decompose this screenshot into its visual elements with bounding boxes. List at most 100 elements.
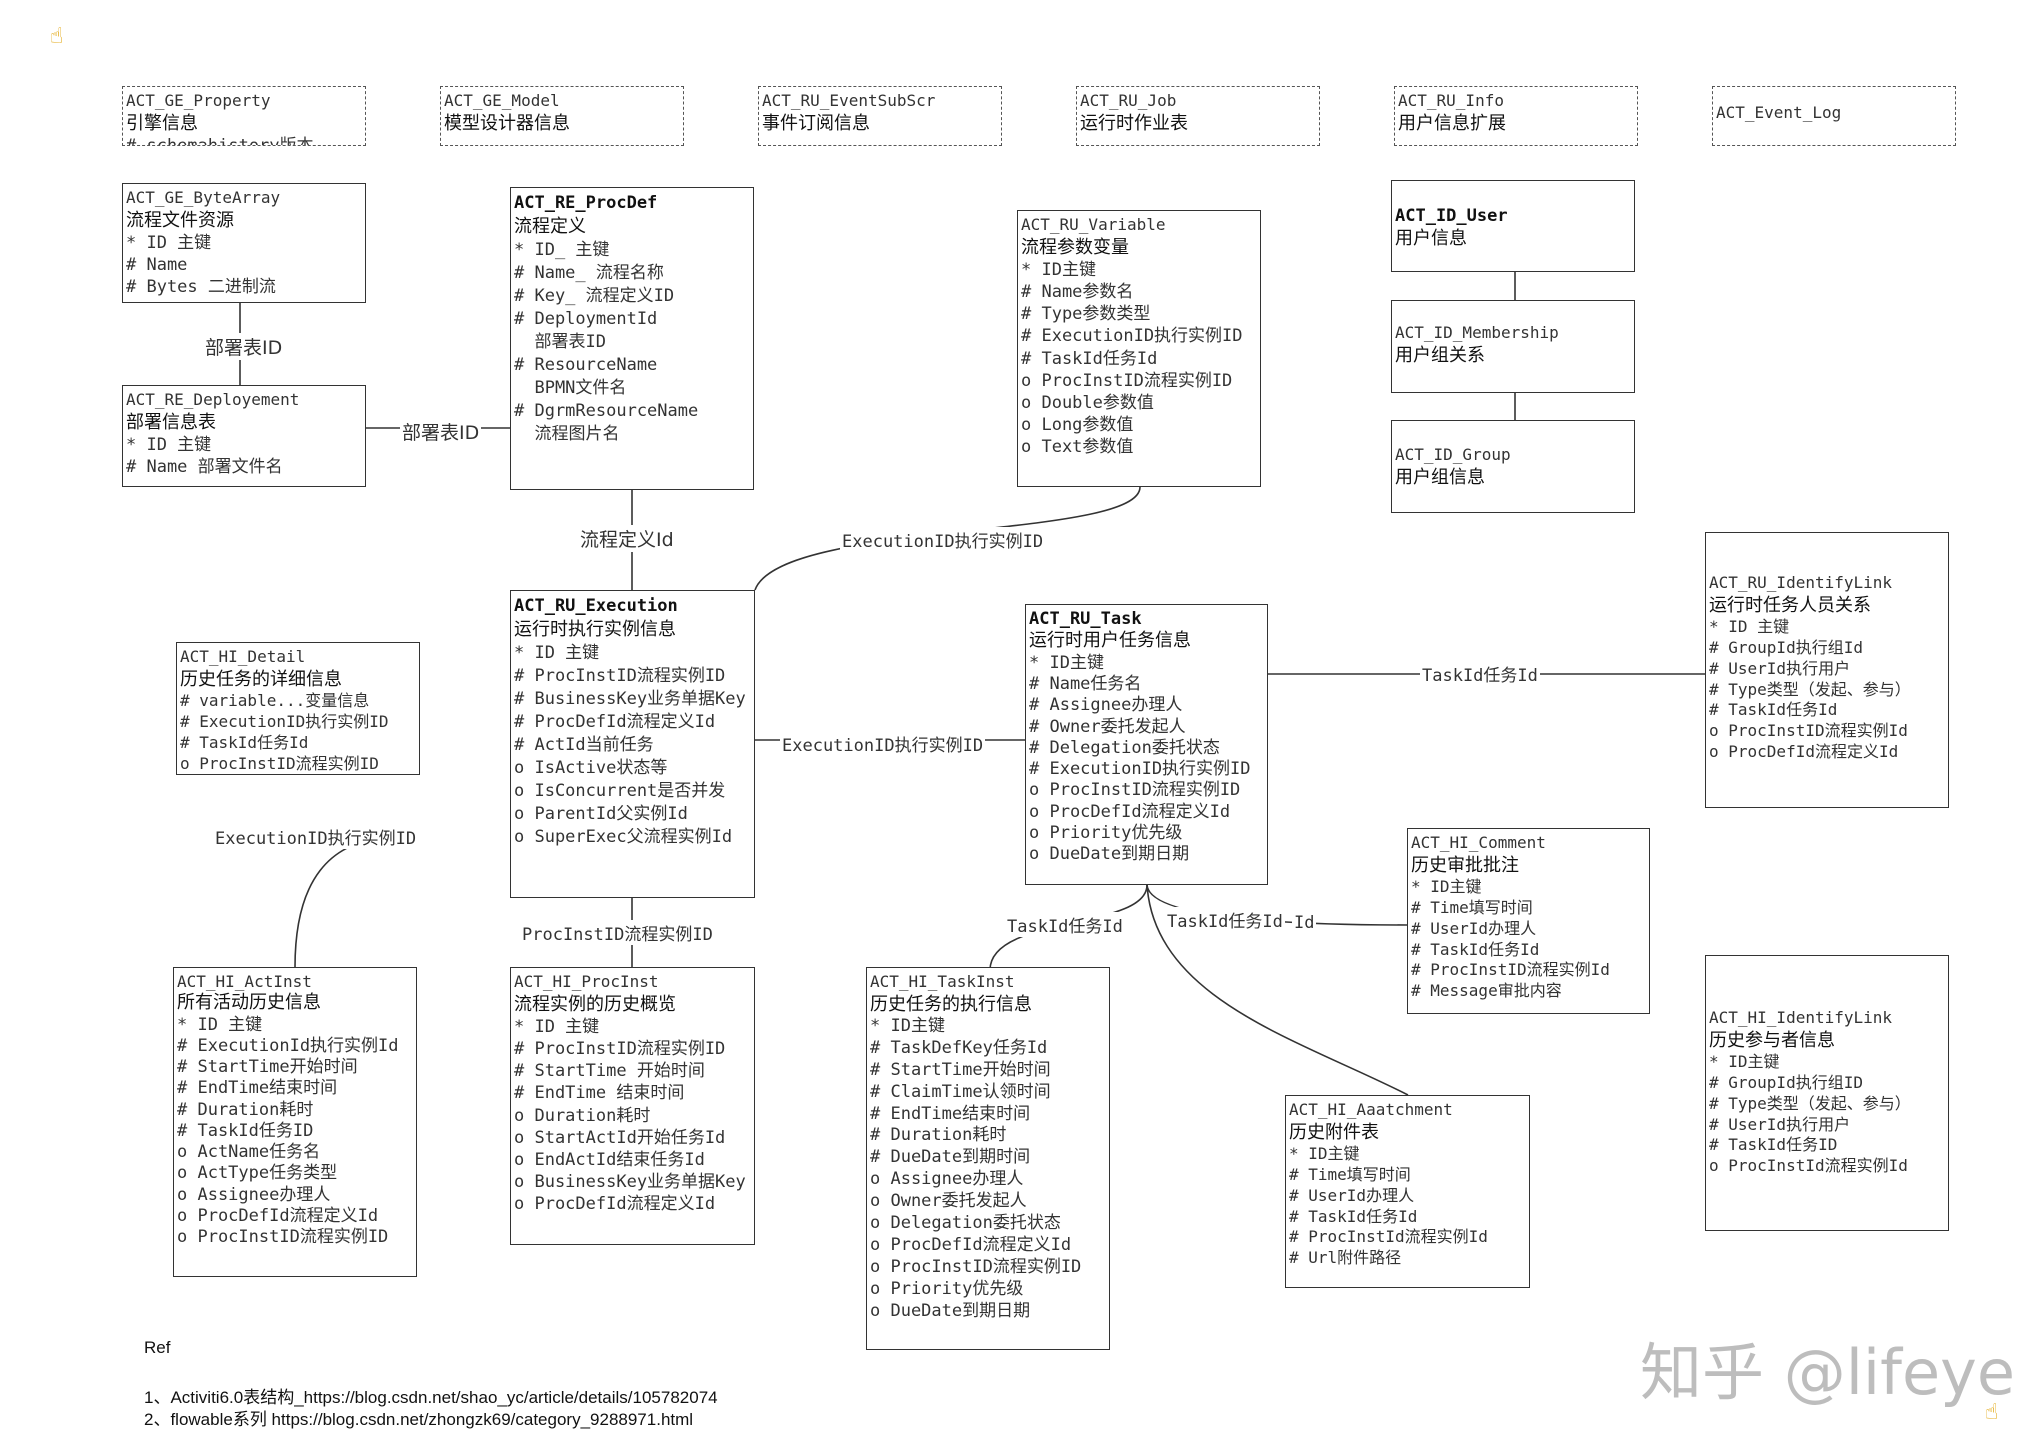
table-field: # DgrmResourceName (514, 400, 699, 421)
table-field: o Delegation委托状态 (870, 1213, 1061, 1234)
edge-label: ProcInstID流程实例ID (520, 920, 715, 945)
table-field: * ID 主键 (126, 435, 212, 456)
table-name: ACT_RU_Variable (1021, 215, 1166, 234)
table-act-ru-job: ACT_RU_Job 运行时作业表 (1076, 86, 1320, 146)
table-field: o ProcInstID流程实例Id (1709, 721, 1908, 741)
table-field: # ResourceName (514, 354, 658, 375)
table-field: # UserId办理人 (1289, 1185, 1415, 1205)
table-field: o ActType任务类型 (177, 1163, 338, 1184)
table-act-ge-model: ACT_GE_Model 模型设计器信息 (440, 86, 684, 146)
table-field: # ExecutionID执行实例ID (180, 711, 389, 731)
table-field: # Type参数类型 (1021, 304, 1151, 325)
table-desc: 用户信息扩展 (1398, 112, 1506, 134)
edge-label: ExecutionID执行实例ID (840, 527, 1046, 552)
table-field: 部署表ID (514, 331, 606, 352)
table-act-id-user: ACT_ID_User 用户信息 (1391, 180, 1635, 272)
table-desc: 事件订阅信息 (762, 112, 870, 134)
edge-label: 流程定义Id (578, 525, 676, 552)
edge-label: ExecutionID执行实例ID (780, 731, 986, 756)
table-act-hi-procinst: ACT_HI_ProcInst 流程实例的历史概览 * ID 主键 # Proc… (510, 967, 755, 1245)
table-name: ACT_HI_Detail (180, 647, 306, 666)
table-field: o BusinessKey业务单据Key (514, 1171, 746, 1192)
table-field: # TaskId任务ID (1709, 1135, 1838, 1155)
table-field: # TaskId任务Id (1021, 348, 1158, 369)
table-field: # schemahistory版本 (126, 135, 362, 145)
table-act-hi-taskinst: ACT_HI_TaskInst 历史任务的执行信息 * ID主键 # TaskD… (866, 967, 1110, 1350)
table-desc: 流程文件资源 (126, 209, 234, 231)
table-desc: 运行时执行实例信息 (514, 618, 676, 640)
table-desc: 历史附件表 (1289, 1121, 1379, 1143)
table-act-id-group: ACT_ID_Group 用户组信息 (1391, 420, 1635, 513)
table-desc: 部署信息表 (126, 411, 216, 433)
table-field: o SuperExec父流程实例Id (514, 826, 733, 847)
table-desc: 流程实例的历史概览 (514, 993, 676, 1015)
table-field: # GroupId执行组ID (1709, 1072, 1863, 1092)
table-name: ACT_Event_Log (1716, 103, 1842, 122)
edge-label: 部署表ID (400, 418, 482, 445)
edge-label: TaskId任务Id (1165, 907, 1285, 932)
table-field: # GroupId执行组Id (1709, 637, 1863, 657)
table-field: # Name参数名 (1021, 282, 1134, 303)
table-field: # Owner委托发起人 (1029, 716, 1186, 737)
table-act-hi-identitylink: ACT_HI_IdentifyLink 历史参与者信息 * ID主键 # Gro… (1705, 955, 1949, 1231)
table-name: ACT_GE_ByteArray (126, 188, 281, 207)
table-act-ru-variable: ACT_RU_Variable 流程参数变量 * ID主键 # Name参数名 … (1017, 210, 1261, 487)
table-field: # UserId办理人 (1411, 918, 1537, 938)
table-act-ru-info: ACT_RU_Info 用户信息扩展 (1394, 86, 1638, 146)
table-name: ACT_ID_Group (1395, 445, 1511, 464)
table-field: # TaskId任务Id (1411, 939, 1540, 959)
table-name: ACT_RU_Job (1080, 91, 1177, 110)
table-field: * ID 主键 (177, 1014, 263, 1035)
table-field: # ExecutionID执行实例ID (1021, 326, 1243, 347)
table-name: ACT_ID_Membership (1395, 323, 1559, 342)
table-field: # Name任务名 (1029, 674, 1142, 694)
table-name: ACT_HI_Aaatchment (1289, 1100, 1453, 1119)
table-field: o ProcDefId流程定义Id (177, 1205, 379, 1226)
table-act-hi-detail: ACT_HI_Detail 历史任务的详细信息 # variable...变量信… (176, 642, 420, 775)
table-field: o ProcDefId流程定义Id (870, 1235, 1072, 1256)
table-field: o EndActId结束任务Id (514, 1149, 705, 1170)
hand-pointer-icon: ☝ (1985, 1400, 1999, 1425)
table-name: ACT_HI_ActInst (177, 972, 312, 991)
table-field: * ID 主键 (1709, 617, 1790, 637)
table-act-ru-task: ACT_RU_Task 运行时用户任务信息 * ID主键 # Name任务名 #… (1025, 604, 1268, 885)
table-act-hi-comment: ACT_HI_Comment 历史审批批注 * ID主键 # Time填写时间 … (1407, 828, 1650, 1014)
table-field: o Long参数值 (1021, 414, 1134, 435)
table-act-event-log: ACT_Event_Log (1712, 86, 1956, 146)
table-field: # Duration耗时 (870, 1125, 1007, 1146)
table-act-ru-execution: ACT_RU_Execution 运行时执行实例信息 * ID 主键 # Pro… (510, 590, 755, 898)
table-field: # TaskId任务Id (180, 732, 309, 752)
table-name: ACT_RU_IdentifyLink (1709, 573, 1893, 592)
table-field: # StartTime开始时间 (177, 1057, 358, 1077)
table-name: ACT_HI_Comment (1411, 833, 1546, 852)
table-name: ACT_RU_Execution (514, 596, 678, 616)
table-act-ge-property: ACT_GE_Property 引擎信息 # schemahistory版本 (122, 86, 366, 146)
table-field: # Time填写时间 (1289, 1164, 1411, 1184)
table-field: o ProcInstId流程实例Id (1709, 1156, 1908, 1176)
table-field: # Name_ 流程名称 (514, 263, 664, 284)
table-field: o StartActId开始任务Id (514, 1127, 726, 1148)
table-name: ACT_RU_Task (1029, 609, 1142, 629)
ref-link[interactable]: 2、flowable系列 https://blog.csdn.net/zhong… (144, 1410, 694, 1429)
edge-label: TaskId任务Id (1005, 912, 1125, 937)
table-field: # TaskId任务Id (1709, 700, 1838, 720)
table-field: o ProcInstID流程实例ID (870, 1256, 1082, 1277)
table-field: # Assignee办理人 (1029, 695, 1183, 716)
table-field: * ID主键 (1709, 1052, 1780, 1072)
ref-link[interactable]: 1、Activiti6.0表结构_https://blog.csdn.net/s… (144, 1388, 718, 1407)
table-field: # Delegation委托状态 (1029, 737, 1220, 758)
table-field: # Bytes 二进制流 (126, 277, 276, 298)
hand-pointer-icon: ☝ (50, 24, 64, 49)
table-field: # ActId当前任务 (514, 734, 654, 755)
table-act-hi-attachment: ACT_HI_Aaatchment 历史附件表 * ID主键 # Time填写时… (1285, 1095, 1530, 1288)
table-name: ACT_RU_Info (1398, 91, 1504, 110)
table-field: # StartTime 开始时间 (514, 1061, 705, 1082)
table-name: ACT_HI_IdentifyLink (1709, 1008, 1893, 1027)
table-field: * ID主键 (870, 1015, 945, 1036)
table-field: * ID主键 (1289, 1144, 1360, 1164)
table-field: o ProcInstID流程实例ID (1021, 370, 1233, 391)
table-field: * ID 主键 (514, 643, 600, 664)
table-act-ru-eventsubscr: ACT_RU_EventSubScr 事件订阅信息 (758, 86, 1002, 146)
table-desc: 历史参与者信息 (1709, 1029, 1835, 1051)
table-field: # Key_ 流程定义ID (514, 286, 675, 307)
